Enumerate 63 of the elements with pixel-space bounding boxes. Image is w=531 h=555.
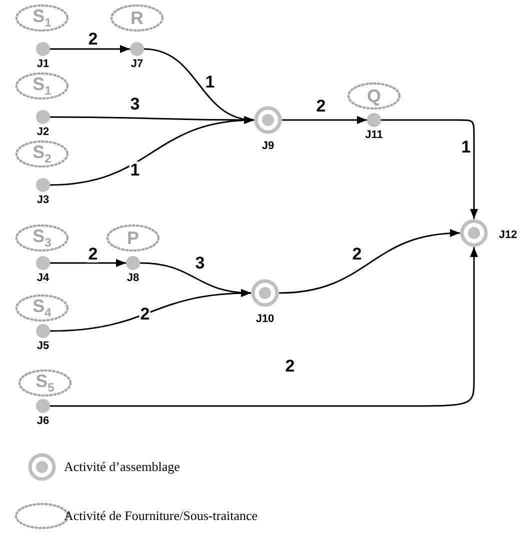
supplier-ellipse (110, 4, 164, 32)
arrow (50, 259, 126, 267)
edge-label: 2 (87, 246, 99, 262)
edge-label: 1 (460, 138, 472, 156)
edge-label: 2 (284, 358, 296, 374)
supplier-ellipse (347, 82, 401, 110)
job-label: J9 (262, 140, 274, 152)
supplier-ellipse (15, 4, 69, 32)
assembly-ring (254, 106, 282, 134)
supplier-label: S$_{1}$ (32, 75, 52, 97)
edge-label: 1 (129, 162, 141, 178)
arrow (50, 289, 252, 332)
supplier-ellipse (15, 140, 69, 168)
job-dot (130, 42, 144, 56)
job-dot (36, 256, 50, 270)
arrow (50, 45, 130, 53)
arrow (50, 116, 254, 186)
arrow (381, 119, 478, 219)
edge-label: 2 (139, 306, 151, 322)
job-dot (36, 178, 50, 192)
edge-label: 3 (194, 254, 206, 272)
job-label: J7 (130, 58, 144, 70)
job-label: J8 (126, 272, 140, 284)
edge-label: 2 (87, 30, 99, 48)
job-dot (126, 256, 140, 270)
job-label: J3 (36, 194, 50, 206)
legend-text: Activité de Fourniture/Sous-traitance (64, 508, 258, 524)
arrow (282, 116, 367, 124)
job-label: J12 (498, 229, 518, 241)
supplier-label: S$_{1}$ (32, 7, 52, 29)
assembly-ring (251, 279, 279, 307)
supplier-ellipse (18, 369, 72, 397)
arrow (50, 247, 478, 407)
supplier-ellipse (106, 224, 160, 252)
arrow (278, 230, 460, 294)
edge-label: 1 (204, 74, 216, 90)
supplier-label: S$_{4}$ (32, 297, 52, 319)
job-label: J1 (36, 58, 50, 70)
supplier-label: Q (366, 87, 381, 105)
legend-text: Activité d’assemblage (64, 459, 180, 475)
assembly-ring (460, 219, 488, 247)
job-dot (36, 324, 50, 338)
job-label: J11 (365, 129, 383, 141)
supplier-label: R (130, 9, 144, 27)
supplier-label: S$_{2}$ (32, 143, 52, 165)
edge-label: 3 (129, 96, 141, 112)
job-dot (36, 110, 50, 124)
supplier-ellipse (15, 72, 69, 100)
job-dot (36, 399, 50, 413)
job-label: J10 (256, 313, 274, 325)
job-label: J5 (36, 340, 50, 352)
job-label: J6 (36, 415, 50, 427)
job-label: J2 (36, 126, 50, 138)
edge-label: 2 (315, 98, 327, 114)
job-dot (367, 113, 381, 127)
supplier-ellipse (15, 294, 69, 322)
job-dot (36, 42, 50, 56)
supplier-label: S$_{3}$ (32, 227, 52, 249)
supplier-label: S$_{5}$ (36, 372, 54, 394)
supplier-ellipse (15, 224, 69, 252)
edge-label: 2 (351, 246, 363, 262)
supplier-label: P (126, 229, 139, 247)
job-label: J4 (36, 272, 50, 284)
